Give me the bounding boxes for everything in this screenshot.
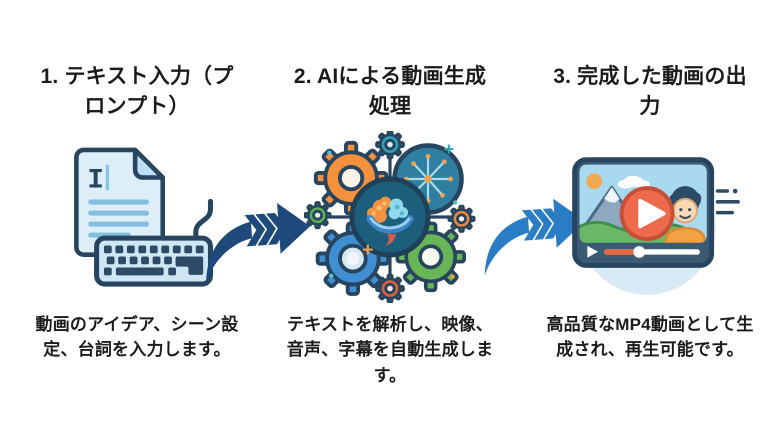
step-3-description: 高品質なMP4動画として生成され、再生可能です。 <box>546 314 754 360</box>
step-1-title: 1. テキスト入力（プロンプト） <box>40 65 234 118</box>
flow-arrow-1 <box>194 189 314 287</box>
step-2-description: テキストを解析し、映像、音声、字幕を自動生成します。 <box>286 314 494 385</box>
video-player-icon-svg <box>572 157 740 295</box>
flow-arrow-2 <box>473 185 589 279</box>
brain-illustration <box>366 196 414 246</box>
step-1-description: 動画のアイデア、シーン設定、台詞を入力します。 <box>35 314 239 360</box>
video-player-icon <box>550 122 750 312</box>
step-3-title: 3. 完成した動画の出力 <box>553 65 747 118</box>
document-keyboard-icon-svg: I <box>74 147 214 287</box>
step-3-video-output: 3. 完成した動画の出力 <box>546 62 753 363</box>
svg-text:I: I <box>87 165 104 196</box>
curved-arrow-icon <box>484 198 586 276</box>
step-2-ai-processing: 2. AIによる動画生成処理 <box>287 62 493 388</box>
video-controls <box>587 245 700 258</box>
step-1-text-input: 1. テキスト入力（プロンプト） I <box>36 62 239 363</box>
curved-arrow-icon <box>206 203 311 283</box>
step-2-title: 2. AIによる動画生成処理 <box>293 65 487 118</box>
ai-gears-brain-icon <box>290 122 490 312</box>
ai-gears-brain-icon-svg <box>304 130 476 303</box>
document-keyboard-icon: I <box>37 122 237 312</box>
